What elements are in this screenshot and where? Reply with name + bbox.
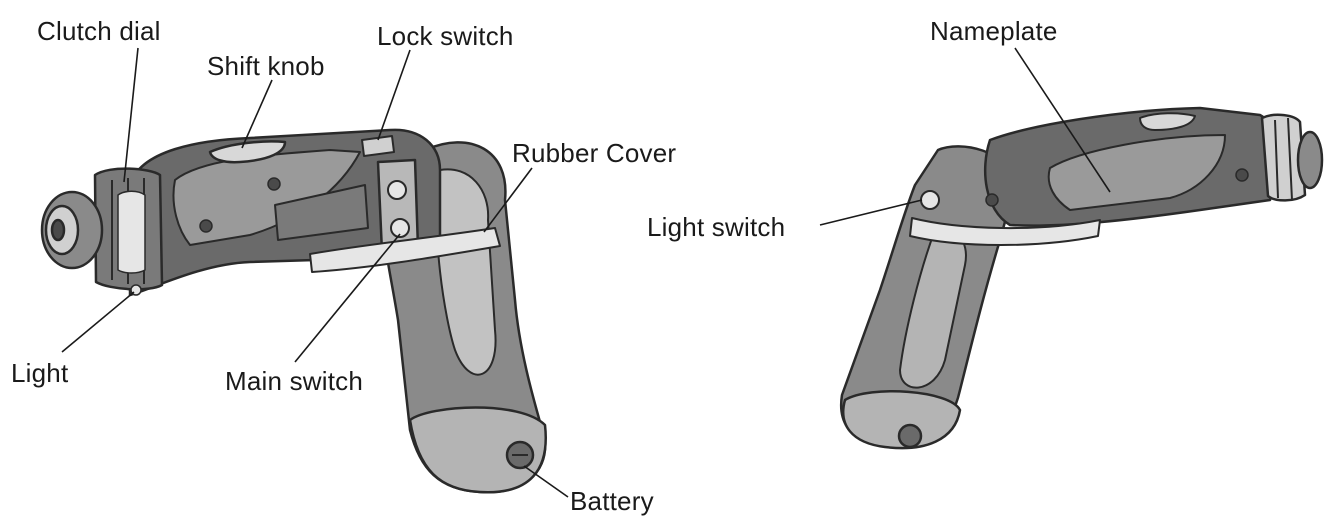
clutch-dial-back-ribs bbox=[1274, 117, 1293, 201]
main-switch-button bbox=[390, 218, 410, 238]
chuck-back bbox=[1296, 130, 1324, 190]
label-battery: Battery bbox=[570, 486, 654, 516]
label-clutch-dial: Clutch dial bbox=[37, 16, 161, 46]
body-screw-1 bbox=[267, 177, 281, 191]
lock-switch-block bbox=[361, 135, 395, 157]
clutch-dial-back bbox=[1260, 113, 1307, 202]
light-switch-button bbox=[920, 190, 940, 210]
shift-knob-back bbox=[1139, 112, 1196, 131]
label-main-switch: Main switch bbox=[225, 366, 364, 396]
leader-lines-left bbox=[61, 47, 569, 498]
label-rubber-cover: Rubber Cover bbox=[512, 138, 677, 168]
leader-light bbox=[61, 291, 135, 353]
nameplate-panel bbox=[1047, 134, 1226, 211]
forward-reverse-button bbox=[387, 180, 407, 200]
battery-pack bbox=[408, 406, 547, 494]
body-screw-2 bbox=[199, 219, 213, 233]
label-light-switch: Light switch bbox=[647, 212, 786, 242]
leader-lines-right bbox=[819, 47, 1111, 226]
leader-rubber-cover bbox=[483, 167, 533, 233]
leader-clutch-dial bbox=[123, 47, 139, 183]
chuck-bit-hole bbox=[50, 218, 66, 242]
label-lock-switch: Lock switch bbox=[377, 21, 514, 51]
leader-lock-switch bbox=[377, 49, 411, 141]
rubber-cover-band bbox=[309, 227, 501, 273]
body-display-window bbox=[274, 184, 369, 241]
switch-plate bbox=[376, 158, 420, 254]
label-light: Light bbox=[11, 358, 69, 388]
battery-screw-back bbox=[897, 423, 923, 449]
handle-grip-strip bbox=[435, 168, 497, 376]
clutch-dial-highlight bbox=[117, 190, 146, 274]
leader-shift-knob bbox=[241, 79, 273, 149]
leader-battery bbox=[523, 465, 569, 498]
label-shift-knob: Shift knob bbox=[207, 51, 325, 81]
body-screw-back-1 bbox=[985, 193, 999, 207]
leader-main-switch bbox=[294, 233, 401, 363]
drill-front-view bbox=[40, 128, 547, 494]
leader-light-switch bbox=[819, 199, 923, 226]
drill-back-view bbox=[839, 106, 1324, 450]
body-screw-back-2 bbox=[1235, 168, 1249, 182]
label-nameplate: Nameplate bbox=[930, 16, 1058, 46]
leader-nameplate bbox=[1014, 47, 1111, 193]
battery-pack-back bbox=[842, 390, 962, 450]
rubber-cover-band-back bbox=[909, 217, 1101, 246]
